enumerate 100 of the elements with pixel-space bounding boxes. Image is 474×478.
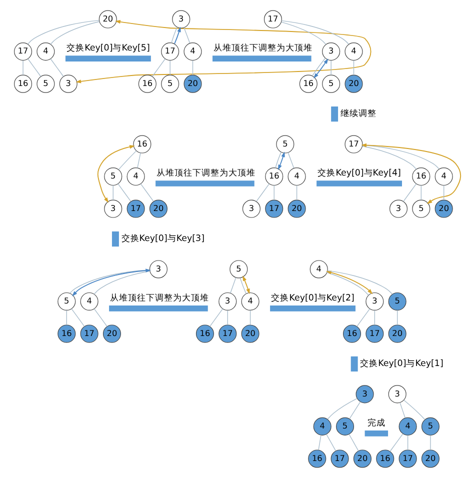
node-circle: 16 [308,450,326,468]
node-circle: 20 [240,324,259,343]
node-circle: 16 [264,168,283,186]
connector [389,433,403,452]
connector [93,270,150,294]
arrow [313,58,328,79]
node-circle: 17 [160,42,179,61]
node-circle: 20 [183,74,202,93]
node-circle: 5 [160,74,179,93]
connector [26,20,99,44]
connector [362,144,439,170]
node-circle: 20 [352,450,371,468]
node-circle: 4 [309,260,328,278]
node-circle: 3 [104,200,122,218]
node-circle: 3 [365,292,384,310]
connector [151,58,166,77]
node-circle: 16 [14,74,32,93]
connector [118,150,136,170]
node-circle: 17 [264,200,283,218]
node-circle: 5 [229,260,248,278]
connector [326,272,368,296]
connector [318,434,321,450]
node-circle: 17 [365,324,384,343]
node-circle: 17 [344,135,362,154]
node-circle: 20 [287,200,306,218]
node-circle: 17 [218,324,236,343]
connector [93,308,107,327]
arrow [325,270,372,294]
connector [280,22,326,45]
connector [396,310,398,326]
label: 继续调整 [340,109,376,120]
connector [374,310,375,326]
connector [406,434,408,450]
connector [226,310,228,326]
connector [112,184,113,200]
arrow [96,145,134,203]
node-circle: 4 [126,168,144,186]
connector [326,398,357,420]
connector [348,401,360,420]
node-circle: 4 [312,417,331,436]
node-circle: 5 [412,200,430,218]
connector [117,184,131,202]
node-circle: 5 [57,292,76,310]
connector [230,277,236,294]
node-circle: 3 [322,42,340,61]
node-circle: 20 [148,200,167,218]
node-circle: 4 [80,292,98,310]
node-circle: 16 [376,450,394,468]
connector [326,270,392,294]
connector [169,60,170,76]
connector [352,60,354,76]
connector [273,184,274,200]
node-circle: 3 [388,385,406,404]
connector [443,184,444,200]
node-circle: 3 [242,200,260,218]
connector [50,58,64,77]
connector [362,146,416,170]
connector [256,184,270,202]
connector [22,60,23,76]
node-circle: 4 [36,42,54,61]
node-circle: 20 [434,200,452,218]
connector [140,184,154,202]
connector [326,434,336,452]
arrow [174,26,180,44]
node-circle: 16 [132,135,151,154]
arrow [242,276,250,294]
node-circle: 16 [57,324,76,343]
node-circle: 4 [287,168,306,186]
node-circle: 17 [330,450,348,468]
connector [274,152,281,168]
connector [170,26,177,44]
node-circle: 16 [298,74,317,93]
node-circle: 16 [412,168,430,186]
connector [356,308,370,327]
node-circle: 4 [434,168,452,186]
arrow [278,152,284,170]
connector [27,58,41,77]
node-circle: 5 [420,417,439,436]
node-circle: 4 [344,42,362,61]
node-circle: 20 [388,324,406,343]
node-circle: 17 [14,42,32,61]
label: 完成 [366,418,385,428]
connector [296,184,297,200]
node-circle: 17 [126,200,144,218]
label: 从堆顶往下调整为大顶堆 [156,168,256,178]
node-circle: 17 [398,450,416,468]
node-circle: 5 [322,74,340,93]
node-circle: 3 [389,200,408,218]
label: 交换Key[0]与Key[4] [317,168,400,178]
label: 从堆顶往下调整为大顶堆 [213,43,312,54]
node-circle: 20 [102,324,120,343]
node-circle: 3 [148,260,167,278]
connector [209,308,223,327]
arrow [360,143,461,204]
node-circle: 17 [263,10,282,28]
connector [399,402,405,418]
node-circle: 5 [336,417,354,436]
node-circle: 20 [420,450,439,468]
node-circle: 5 [104,168,122,186]
connector [330,60,331,76]
